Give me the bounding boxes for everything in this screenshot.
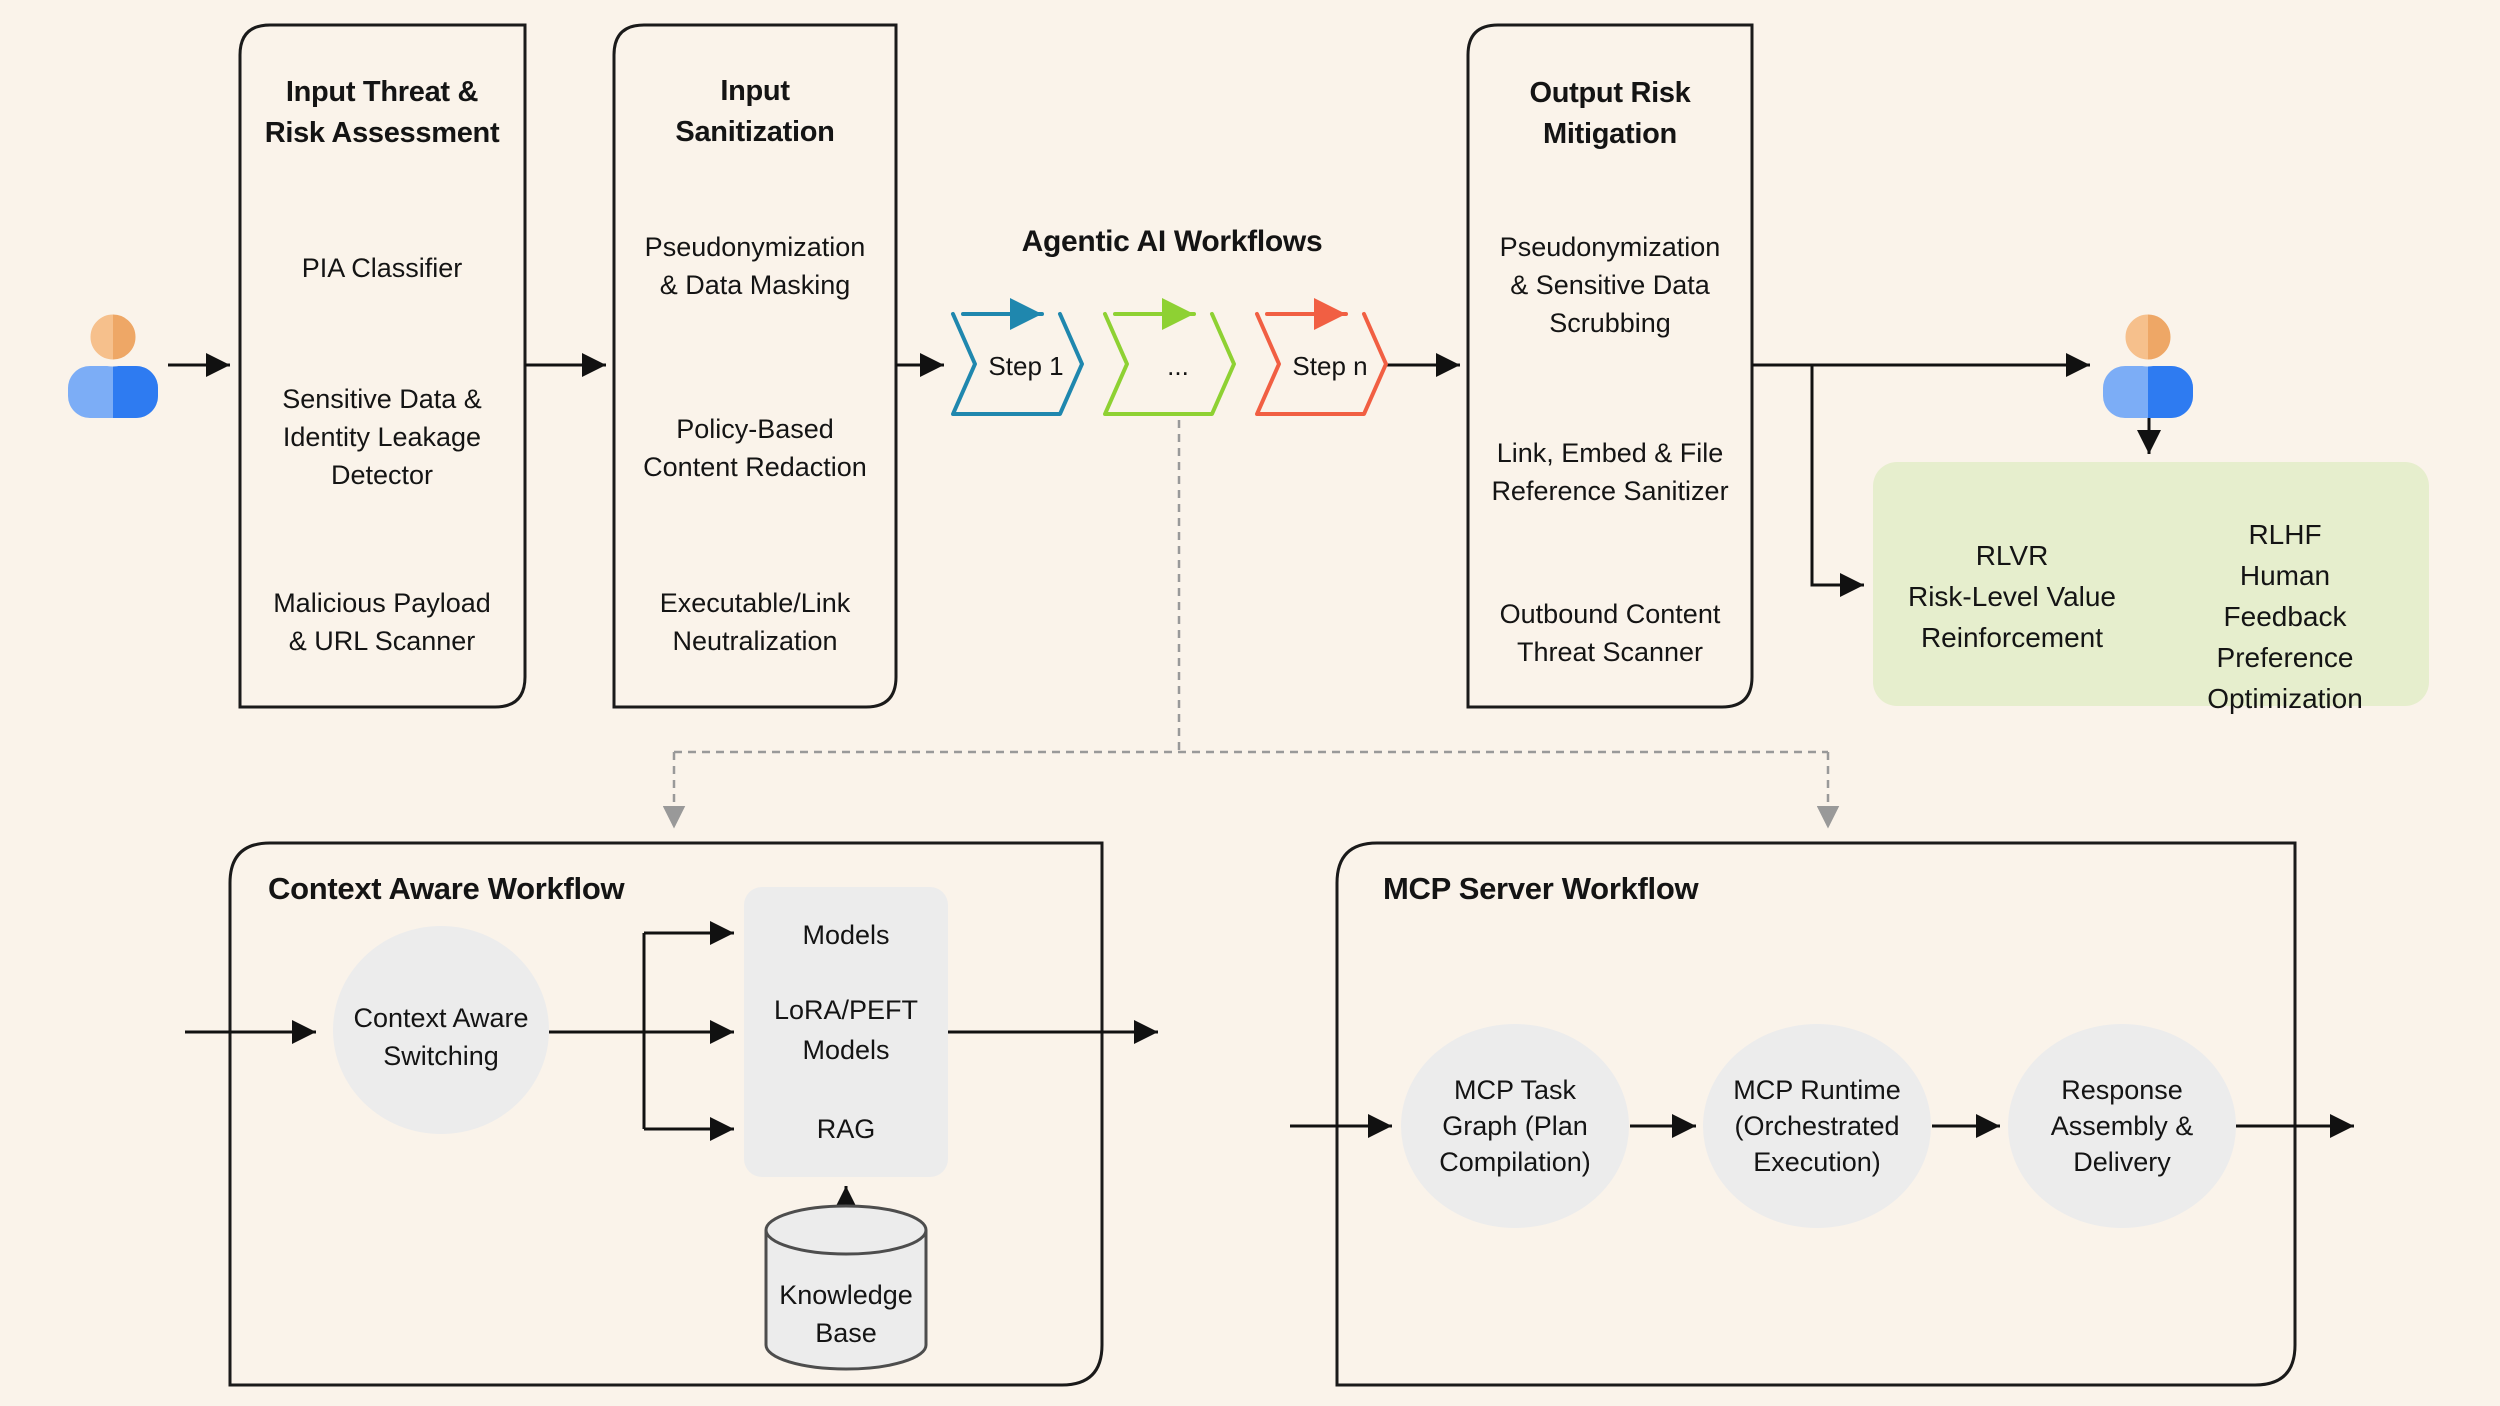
sensitive-scrubbing-label: Pseudonymization & Sensitive Data Scrubb… (1499, 232, 1721, 338)
input-threat-box (238, 23, 527, 709)
input-user-icon (68, 307, 158, 418)
pia-classifier-label: PIA Classifier (301, 253, 463, 283)
step1-label: Step 1 (988, 351, 1064, 381)
step-ellipsis-chevron (1103, 312, 1236, 416)
executable-neutralization-label: Executable/Link Neutralization (659, 588, 851, 656)
knowledge-base-label: Knowledge Base (779, 1280, 913, 1348)
context-switching-node (333, 926, 549, 1134)
policy-redaction-label: Policy-Based Content Redaction (643, 414, 867, 482)
mcp-task-graph-label: MCP Task Graph (Plan Compilation) (1439, 1075, 1591, 1177)
stepn-chevron (1255, 312, 1388, 416)
agentic-workflows-title: Agentic AI Workflows (1021, 225, 1323, 258)
context-arrows (185, 921, 1158, 1210)
output-risk-box (1466, 23, 1754, 709)
input-sanitization-title: Input Sanitization (675, 75, 835, 148)
knowledge-base-cylinder (764, 1204, 928, 1371)
input-threat-title: Input Threat & Risk Assessment (264, 76, 500, 149)
models-panel (744, 887, 948, 1177)
rlhf-label: RLHF Human Feedback Preference Optimizat… (2207, 519, 2363, 714)
pseudonymization-masking-label: Pseudonymization & Data Masking (644, 232, 866, 300)
rag-label: RAG (816, 1114, 876, 1144)
sensitive-data-detector-label: Sensitive Data & Identity Leakage Detect… (282, 384, 482, 490)
mcp-workflow-title: MCP Server Workflow (1383, 871, 1699, 906)
mcp-runtime-node (1703, 1024, 1931, 1228)
mcp-workflow-box (1335, 841, 2297, 1387)
mcp-task-graph-node (1401, 1024, 1629, 1228)
output-risk-title: Output Risk Mitigation (1529, 77, 1691, 150)
malicious-payload-scanner-label: Malicious Payload & URL Scanner (273, 588, 491, 656)
arrow-branch-to-feedback (1810, 365, 1864, 597)
response-assembly-node (2008, 1024, 2236, 1228)
dashed-connectors (662, 420, 1840, 829)
context-workflow-box (228, 841, 1104, 1387)
feedback-box (1873, 462, 2429, 706)
rlvr-label: RLVR Risk-Level Value Reinforcement (1907, 540, 2117, 653)
context-workflow-title: Context Aware Workflow (268, 871, 625, 906)
mcp-runtime-label: MCP Runtime (Orchestrated Execution) (1733, 1075, 1901, 1177)
output-user-icon (2103, 307, 2193, 418)
context-switching-label: Context Aware Switching (353, 1003, 529, 1071)
reference-sanitizer-label: Link, Embed & File Reference Sanitizer (1491, 438, 1729, 506)
input-sanitization-box (612, 23, 898, 709)
flow-arrows (168, 353, 2161, 597)
cylinder-top (764, 1204, 928, 1256)
step-ellipsis-label: ... (1167, 351, 1189, 381)
models-label: Models (802, 920, 890, 950)
outbound-scanner-label: Outbound Content Threat Scanner (1499, 599, 1721, 667)
cylinder-body (764, 1230, 928, 1371)
stepn-label: Step n (1292, 351, 1368, 381)
response-assembly-label: Response Assembly & Delivery (2050, 1075, 2194, 1177)
step1-chevron (951, 312, 1084, 416)
lora-peft-models-label: LoRA/PEFT Models (773, 995, 919, 1065)
